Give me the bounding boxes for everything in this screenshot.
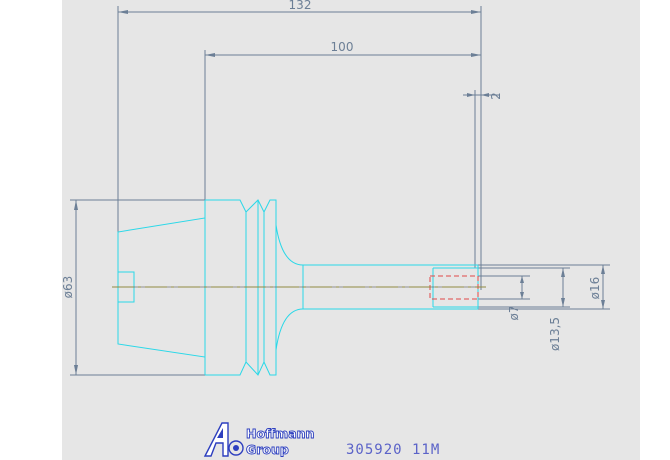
dim-label-bore-diameter: ø13,5 [548,317,562,351]
dimension-bore-diameter: ø13,5 [478,267,570,351]
dimension-shank-diameter: ø16 [478,264,610,310]
dimension-body-diameter: ø63 [61,199,205,376]
dimension-overall-length: 132 [117,0,482,290]
drawing-area [62,0,640,460]
dim-label-inner-diameter: ø7 [507,306,521,321]
dim-label-shank-diameter: ø16 [588,277,602,300]
dimension-offset: 2 [463,90,503,268]
hoffmann-logo-icon [203,422,244,457]
logo-text-line2: Group [246,442,289,457]
dim-label-overall-length: 132 [289,0,312,12]
logo-text-line1: Hoffmann [246,426,314,441]
part-code: 305920 11M [346,442,440,458]
dim-label-shank-length: 100 [331,40,354,54]
dimension-shank-length: 100 [204,40,481,200]
dim-label-offset: 2 [489,92,503,100]
dimension-inner-diameter: ø7 [478,275,530,321]
dim-label-body-diameter: ø63 [61,276,75,299]
hoffmann-group-logo: Hoffmann Group [203,422,315,457]
